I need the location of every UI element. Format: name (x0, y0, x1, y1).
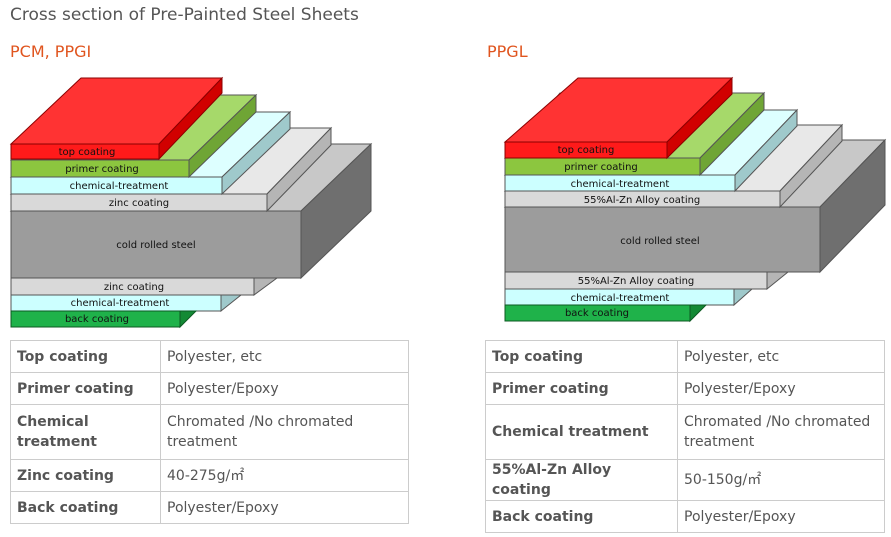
right-core-label: cold rolled steel (620, 236, 699, 247)
left-metal-top-label: zinc coating (109, 198, 169, 209)
spec-label: Chemical treatment (10, 404, 161, 460)
right-metal-bottom-label: 55%Al-Zn Alloy coating (578, 276, 695, 287)
right-chem-top-label: chemical-treatment (571, 179, 670, 190)
table-row: Chemical treatment Chromated /No chromat… (10, 404, 409, 460)
table-row: Zinc coating 40-275g/㎡ (10, 459, 409, 492)
spec-label: Top coating (485, 340, 678, 373)
left-chem-top-label: chemical-treatment (70, 181, 169, 192)
table-row: Chemical treatment Chromated /No chromat… (485, 404, 885, 460)
left-top-label: top coating (59, 147, 116, 158)
right-chem-bottom-layer: chemical-treatment (504, 288, 754, 307)
spec-label: Zinc coating (10, 459, 161, 492)
left-back-layer: back coating (10, 310, 198, 329)
spec-value: Polyester/Epoxy (160, 491, 409, 524)
spec-value: Polyester/Epoxy (677, 500, 885, 533)
table-row: Top coating Polyester, etc (485, 340, 885, 373)
right-spec-table: Top coating Polyester, etc Primer coatin… (485, 340, 885, 533)
right-primer-label: primer coating (564, 162, 638, 173)
table-row: Back coating Polyester/Epoxy (10, 491, 409, 524)
left-metal-bottom-label: zinc coating (104, 282, 164, 293)
right-back-layer: back coating (504, 304, 708, 323)
left-top-layer: top coating (9, 76, 224, 161)
right-diagram: cold rolled steel 55%Al-Zn Alloy coating… (503, 76, 887, 323)
spec-value: 50-150g/㎡ (677, 459, 885, 501)
left-diagram: cold rolled steel zinc coating chemical-… (9, 76, 373, 329)
spec-label: Top coating (10, 340, 161, 373)
table-row: Back coating Polyester/Epoxy (485, 500, 885, 533)
table-row: Primer coating Polyester/Epoxy (485, 372, 885, 405)
left-metal-bottom-layer: zinc coating (10, 277, 279, 296)
right-top-layer: top coating (503, 76, 734, 160)
spec-label: 55%Al-Zn Alloy coating (485, 459, 678, 501)
spec-value: Polyester, etc (160, 340, 409, 373)
spec-value: 40-275g/㎡ (160, 459, 409, 492)
left-primer-label: primer coating (65, 164, 139, 175)
page-title: Cross section of Pre-Painted Steel Sheet… (10, 5, 359, 25)
spec-value: Polyester, etc (677, 340, 885, 373)
spec-label: Chemical treatment (485, 404, 678, 460)
right-chem-bottom-label: chemical-treatment (571, 293, 670, 304)
left-spec-table: Top coating Polyester, etc Primer coatin… (10, 340, 409, 524)
table-row: Top coating Polyester, etc (10, 340, 409, 373)
spec-label: Primer coating (10, 372, 161, 405)
spec-value: Polyester/Epoxy (677, 372, 885, 405)
right-metal-top-label: 55%Al-Zn Alloy coating (584, 195, 701, 206)
left-chem-bottom-layer: chemical-treatment (10, 294, 243, 313)
left-core-label: cold rolled steel (116, 240, 195, 251)
spec-value: Polyester/Epoxy (160, 372, 409, 405)
left-heading: PCM, PPGI (10, 42, 92, 61)
table-row: 55%Al-Zn Alloy coating 50-150g/㎡ (485, 459, 885, 501)
right-top-label: top coating (558, 145, 615, 156)
left-back-label: back coating (65, 314, 129, 325)
right-heading: PPGL (487, 42, 528, 61)
spec-label: Back coating (485, 500, 678, 533)
left-chem-bottom-label: chemical-treatment (71, 298, 170, 309)
spec-label: Back coating (10, 491, 161, 524)
spec-label: Primer coating (485, 372, 678, 405)
cross-section-diagrams: cold rolled steel zinc coating chemical-… (9, 76, 887, 329)
spec-value: Chromated /No chromated treatment (160, 404, 409, 460)
right-back-label: back coating (565, 308, 629, 319)
table-row: Primer coating Polyester/Epoxy (10, 372, 409, 405)
right-metal-bottom-layer: 55%Al-Zn Alloy coating (504, 271, 790, 291)
spec-value: Chromated /No chromated treatment (677, 404, 885, 460)
